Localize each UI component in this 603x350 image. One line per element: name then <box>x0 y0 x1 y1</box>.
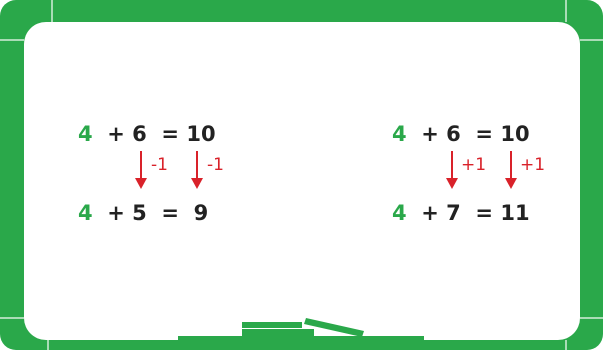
left-arrow-down-icon <box>135 150 147 190</box>
right-top-result: 10 <box>500 122 529 146</box>
right-top-equals: = <box>475 122 493 146</box>
right-change-result: +1 <box>520 157 545 174</box>
left-top-result: 10 <box>186 122 215 146</box>
left-top-plus: + <box>107 122 125 146</box>
left-bottom-equals: = <box>161 201 179 225</box>
left-bottom-addend-b: 5 <box>132 201 147 225</box>
right-arrow-down-icon <box>505 150 517 190</box>
left-arrow-down-icon <box>191 150 203 190</box>
chalk-tray <box>178 336 424 342</box>
left-change-b: -1 <box>151 157 168 174</box>
left-top-addend-a: 4 <box>78 122 93 146</box>
left-bottom-addend-a: 4 <box>78 201 93 225</box>
eraser-icon <box>242 329 314 336</box>
left-top-equation: 4 + 6 = 10 <box>78 124 216 145</box>
right-top-plus: + <box>421 122 439 146</box>
right-top-addend-b: 6 <box>446 122 461 146</box>
left-bottom-equation: 4 + 5 = 9 <box>78 203 208 224</box>
right-top-equation: 4 + 6 = 10 <box>392 124 530 145</box>
right-change-b: +1 <box>461 157 486 174</box>
left-change-result: -1 <box>207 157 224 174</box>
board-surface <box>24 22 580 340</box>
right-bottom-addend-a: 4 <box>392 201 407 225</box>
right-bottom-result: 11 <box>500 201 529 225</box>
right-top-addend-a: 4 <box>392 122 407 146</box>
left-top-equals: = <box>161 122 179 146</box>
chalk-stick-icon <box>242 322 302 328</box>
left-bottom-plus: + <box>107 201 125 225</box>
right-arrow-down-icon <box>446 150 458 190</box>
left-top-addend-b: 6 <box>132 122 147 146</box>
right-bottom-addend-b: 7 <box>446 201 461 225</box>
right-bottom-equals: = <box>475 201 493 225</box>
right-bottom-equation: 4 + 7 = 11 <box>392 203 530 224</box>
left-bottom-result: 9 <box>194 201 209 225</box>
right-bottom-plus: + <box>421 201 439 225</box>
